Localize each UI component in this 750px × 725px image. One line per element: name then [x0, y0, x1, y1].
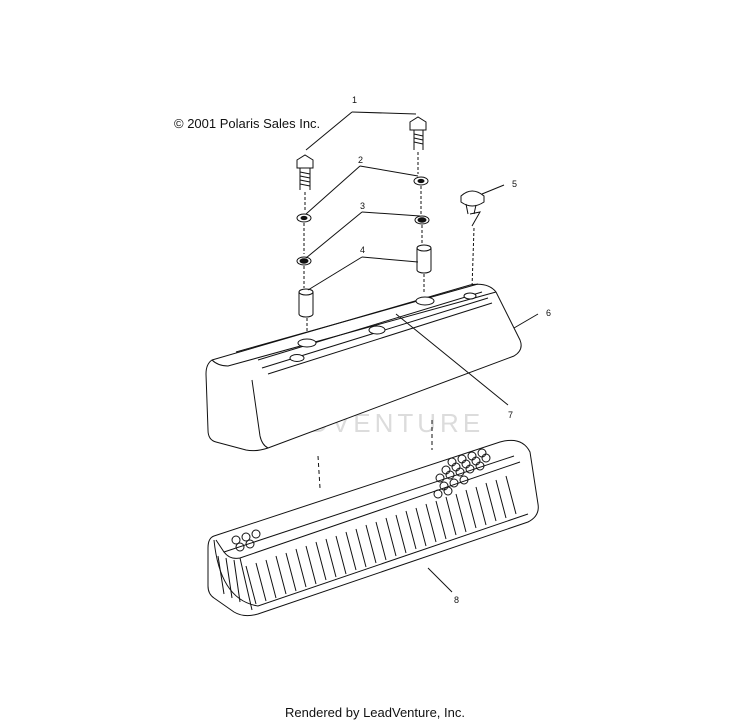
- callout-8: 8: [454, 595, 459, 605]
- bolt-left: [297, 155, 313, 212]
- callout-3: 3: [360, 201, 365, 211]
- washer-left: [297, 214, 311, 254]
- spacer-left: [299, 289, 313, 338]
- leader-lines: [306, 112, 538, 592]
- air-filter-element: [208, 440, 538, 615]
- grommet-left: [297, 257, 311, 288]
- callout-4: 4: [360, 245, 365, 255]
- bolt-right: [410, 117, 426, 174]
- spacer-right: [417, 245, 431, 294]
- callout-1: 1: [352, 95, 357, 105]
- callout-7: 7: [508, 410, 513, 420]
- airbox-cover: [206, 284, 521, 488]
- callout-2: 2: [358, 155, 363, 165]
- knob-fastener: [461, 191, 484, 288]
- washer-right: [414, 177, 428, 214]
- footer-credit: Rendered by LeadVenture, Inc.: [285, 705, 465, 720]
- callout-6: 6: [546, 308, 551, 318]
- callout-5: 5: [512, 179, 517, 189]
- grommet-right: [415, 216, 429, 244]
- copyright-text: © 2001 Polaris Sales Inc.: [174, 116, 321, 131]
- callout-labels: 1 2 3 4 5 6 7 8: [352, 95, 551, 605]
